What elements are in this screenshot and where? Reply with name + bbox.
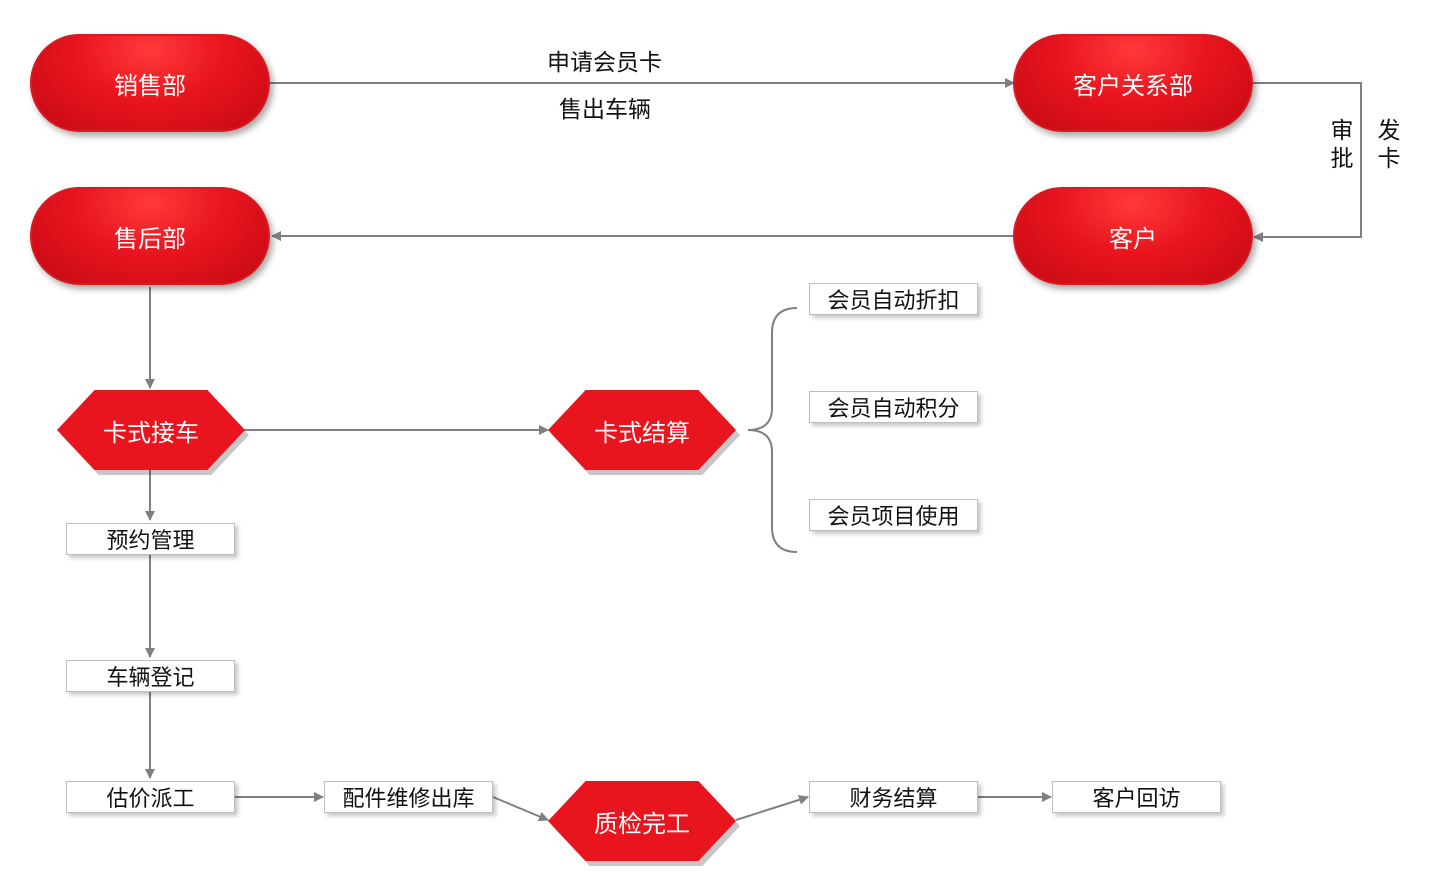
node-card-settlement-label: 卡式结算 — [594, 418, 690, 447]
box-points-label: 会员自动积分 — [827, 397, 960, 422]
label-approve: 审批 — [1330, 118, 1354, 172]
arrow-crm-to-customer — [1252, 82, 1362, 242]
node-card-reception-label: 卡式接车 — [103, 418, 199, 447]
box-discount: 会员自动折扣 — [809, 283, 978, 315]
node-card-reception: 卡式接车 — [57, 390, 249, 475]
box-appointment: 预约管理 — [66, 523, 235, 555]
box-registration-label: 车辆登记 — [106, 666, 195, 691]
box-followup: 客户回访 — [1052, 781, 1221, 813]
node-after-sales-label: 售后部 — [114, 224, 186, 253]
box-estimate-label: 估价派工 — [106, 787, 195, 812]
label-issue-card: 发卡 — [1377, 118, 1401, 172]
node-sales-label: 销售部 — [114, 71, 186, 100]
node-card-settlement: 卡式结算 — [548, 390, 740, 475]
box-estimate: 估价派工 — [66, 781, 235, 813]
node-customer-label: 客户 — [1109, 224, 1157, 253]
box-project: 会员项目使用 — [809, 499, 978, 531]
box-finance: 财务结算 — [809, 781, 978, 813]
box-points: 会员自动积分 — [809, 391, 978, 423]
label-apply-card: 申请会员卡 — [547, 50, 662, 76]
node-quality-check: 质检完工 — [548, 781, 740, 866]
box-followup-label: 客户回访 — [1092, 787, 1181, 812]
box-parts: 配件维修出库 — [324, 781, 493, 813]
box-parts-label: 配件维修出库 — [342, 787, 475, 812]
arrow-quality-to-finance — [735, 794, 809, 821]
node-sales: 销售部 — [30, 34, 270, 132]
node-after-sales: 售后部 — [30, 187, 270, 285]
box-finance-label: 财务结算 — [849, 787, 938, 812]
node-customer: 客户 — [1013, 187, 1253, 285]
box-project-label: 会员项目使用 — [827, 505, 960, 530]
box-discount-label: 会员自动折扣 — [827, 289, 960, 314]
arrow-parts-to-quality — [492, 796, 549, 822]
box-registration: 车辆登记 — [66, 660, 235, 692]
node-quality-check-label: 质检完工 — [594, 809, 690, 838]
node-crm-label: 客户关系部 — [1073, 71, 1193, 100]
label-sell-car: 售出车辆 — [559, 97, 651, 123]
settlement-brace — [747, 307, 798, 553]
node-crm: 客户关系部 — [1013, 34, 1253, 132]
box-appointment-label: 预约管理 — [106, 529, 195, 554]
